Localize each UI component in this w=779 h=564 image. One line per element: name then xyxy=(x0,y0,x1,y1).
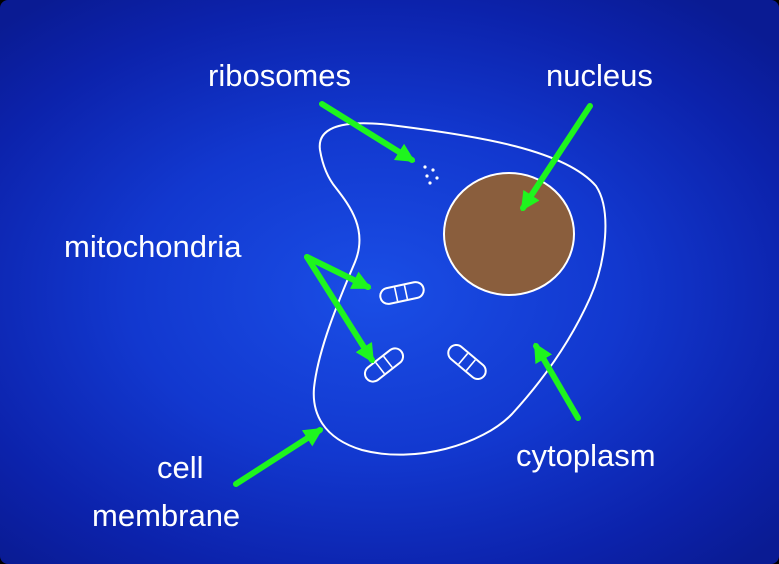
mitochondrion-bottom-right xyxy=(447,344,487,380)
label-cell: cell xyxy=(157,450,204,485)
label-membrane: membrane xyxy=(92,498,240,533)
nucleus-shape xyxy=(443,172,575,296)
label-mitochondria: mitochondria xyxy=(64,229,242,264)
mitochondria-arrow-top xyxy=(304,254,372,290)
mitochondrion-top xyxy=(379,281,425,305)
mitochondria-arrow-bottom xyxy=(304,254,375,364)
cell-membrane-outline xyxy=(312,122,607,456)
mitochondrion-bottom-left xyxy=(363,347,405,383)
label-ribosomes: ribosomes xyxy=(208,58,351,93)
label-cytoplasm: cytoplasm xyxy=(516,438,656,473)
cell-membrane-arrow xyxy=(233,427,324,487)
ribosomes-arrow xyxy=(319,101,416,163)
ribosome-dots xyxy=(423,165,439,185)
nucleus-arrow xyxy=(520,103,593,212)
cytoplasm-arrow xyxy=(533,342,581,421)
label-nucleus: nucleus xyxy=(546,58,653,93)
